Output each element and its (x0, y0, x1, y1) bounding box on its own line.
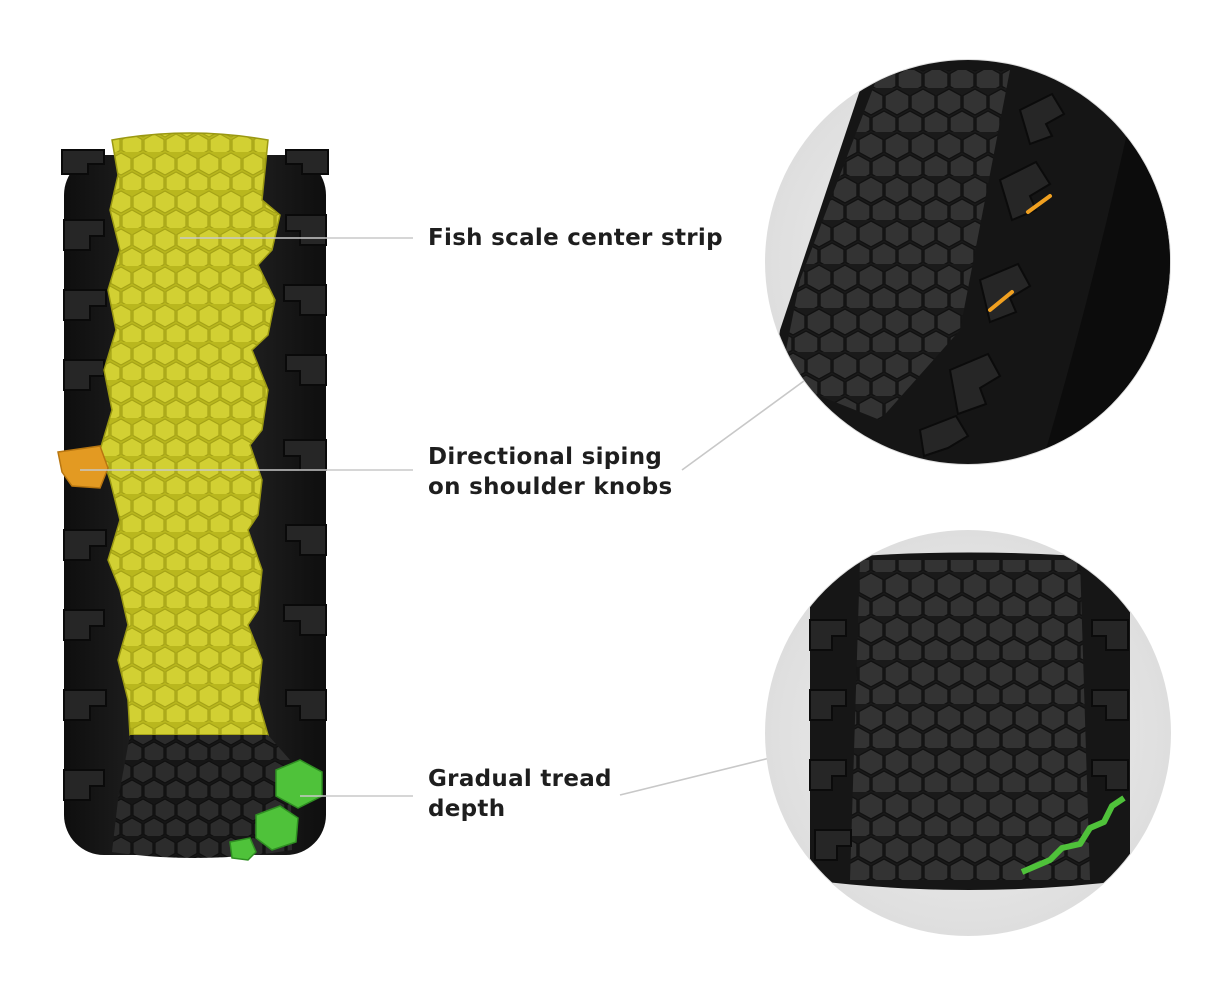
callout-tread-depth-line-1: Gradual tread (428, 766, 612, 792)
callout-center-strip-line-1: Fish scale center strip (428, 225, 723, 251)
leader-lines (80, 237, 809, 797)
tire-illustration (57, 132, 329, 861)
center-strip-highlight (99, 132, 281, 736)
callout-siping: Directional siping on shoulder knobs (428, 442, 672, 502)
callout-siping-line-2: on shoulder knobs (428, 474, 673, 500)
leader-siping-detail (681, 377, 809, 471)
right-shoulder-knobs (283, 149, 329, 721)
callout-tread-depth-line-2: depth (428, 796, 506, 822)
leader-tread-depth-detail (619, 757, 771, 796)
callout-siping-line-1: Directional siping (428, 444, 663, 470)
siping-highlight (57, 445, 109, 489)
left-shoulder-knobs (61, 149, 107, 801)
callout-tread-depth: Gradual tread depth (428, 764, 612, 824)
detail-circle-tread-depth (765, 530, 1171, 936)
callout-center-strip: Fish scale center strip (428, 223, 723, 253)
lower-tread (112, 735, 292, 859)
detail-circle-siping (765, 59, 1171, 465)
